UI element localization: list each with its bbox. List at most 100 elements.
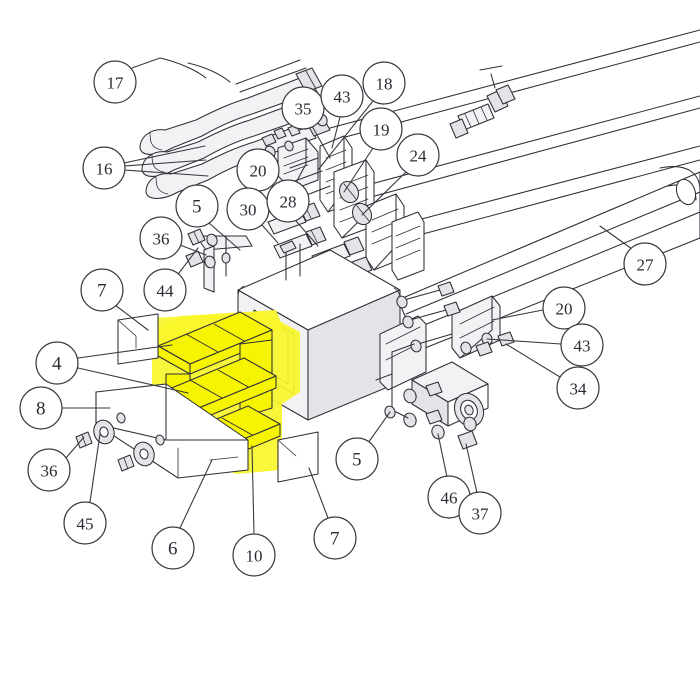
callout-label-28: 28	[280, 193, 297, 212]
callout-label-6: 6	[168, 539, 178, 560]
leader-line-5	[208, 222, 241, 251]
callout-19[interactable]: 19	[359, 107, 403, 151]
leader-line-30	[261, 224, 279, 244]
callout-label-35: 35	[295, 100, 312, 119]
callout-28[interactable]: 28	[266, 179, 310, 223]
leader-line-46	[437, 433, 448, 478]
callout-label-7: 7	[97, 281, 107, 302]
callout-circle-36[interactable]	[139, 216, 183, 260]
callout-label-10: 10	[246, 547, 263, 566]
callout-37[interactable]: 37	[458, 491, 502, 535]
callout-circle-5[interactable]	[335, 437, 379, 481]
callout-circle-44[interactable]	[143, 268, 187, 312]
callout-circle-7[interactable]	[80, 268, 124, 312]
callout-circle-43[interactable]	[560, 323, 604, 367]
callout-20[interactable]: 20	[236, 148, 280, 192]
callout-circle-5[interactable]	[175, 184, 219, 228]
callout-circle-43[interactable]	[320, 74, 364, 118]
callout-circle-10[interactable]	[232, 533, 276, 577]
callout-label-20: 20	[250, 162, 267, 181]
callout-18[interactable]: 18	[362, 61, 406, 105]
callout-label-37: 37	[472, 505, 490, 524]
leader-line-c16b	[123, 159, 207, 167]
leader-line-5	[367, 411, 391, 444]
callout-label-30: 30	[240, 201, 257, 220]
callout-label-34: 34	[570, 380, 588, 399]
callout-circle-27[interactable]	[623, 242, 667, 286]
callout-36[interactable]: 36	[139, 216, 183, 260]
callout-label-36: 36	[153, 230, 170, 249]
callout-circle-28[interactable]	[266, 179, 310, 223]
callout-16[interactable]: 16	[82, 146, 126, 190]
leader-line-27	[599, 225, 633, 250]
callout-label-5: 5	[352, 450, 362, 471]
callout-label-27: 27	[637, 256, 655, 275]
leader-line-34	[505, 343, 561, 378]
callout-35[interactable]: 35	[281, 86, 325, 130]
leader-line-6	[179, 459, 213, 529]
right-bracket-group	[396, 281, 515, 359]
callout-5[interactable]: 5	[175, 184, 219, 228]
callout-43[interactable]: 43	[320, 74, 364, 118]
callout-24[interactable]: 24	[396, 133, 440, 177]
callout-label-36: 36	[41, 462, 58, 481]
callout-7[interactable]: 7	[80, 268, 124, 312]
callout-44[interactable]: 44	[143, 268, 187, 312]
leader-line-45	[89, 433, 101, 503]
callout-circle-20[interactable]	[542, 286, 586, 330]
callout-30[interactable]: 30	[226, 187, 270, 231]
callout-circle-18[interactable]	[362, 61, 406, 105]
callout-4[interactable]: 4	[35, 341, 79, 385]
callout-circle-19[interactable]	[359, 107, 403, 151]
callout-5[interactable]: 5	[335, 437, 379, 481]
cylinder-assembly	[375, 343, 489, 450]
callout-8[interactable]: 8	[19, 386, 63, 430]
callout-34[interactable]: 34	[556, 366, 600, 410]
callout-circle-45[interactable]	[63, 501, 107, 545]
callout-circle-17[interactable]	[93, 60, 137, 104]
callout-43[interactable]: 43	[560, 323, 604, 367]
callout-circle-24[interactable]	[396, 133, 440, 177]
callout-label-4: 4	[52, 354, 62, 375]
callout-label-5: 5	[192, 197, 202, 218]
leader-line-c16c	[123, 169, 209, 177]
leader-lines-layer	[61, 57, 633, 535]
callout-6[interactable]: 6	[151, 526, 195, 570]
callout-label-43: 43	[574, 337, 591, 356]
callout-label-16: 16	[96, 160, 113, 179]
leader-line-43	[331, 116, 341, 149]
callout-circle-7[interactable]	[313, 516, 357, 560]
leader-line-c4b	[77, 367, 189, 394]
callout-label-19: 19	[373, 121, 390, 140]
callout-36[interactable]: 36	[27, 448, 71, 492]
callout-27[interactable]: 27	[623, 242, 667, 286]
leader-line-20	[491, 309, 544, 321]
callout-circle-6[interactable]	[151, 526, 195, 570]
callout-17[interactable]: 17	[93, 60, 137, 104]
callout-label-18: 18	[376, 75, 393, 94]
callout-circle-36[interactable]	[27, 448, 71, 492]
callout-label-43: 43	[334, 88, 351, 107]
upper-hardware-group	[185, 228, 231, 269]
callout-circle-37[interactable]	[458, 491, 502, 535]
callout-circle-34[interactable]	[556, 366, 600, 410]
base-plate-group	[75, 383, 249, 479]
leader-line-16	[123, 145, 206, 164]
callout-20[interactable]: 20	[542, 286, 586, 330]
callout-circle-16[interactable]	[82, 146, 126, 190]
leader-line-35	[311, 125, 331, 159]
callout-10[interactable]: 10	[232, 533, 276, 577]
callout-label-17: 17	[107, 74, 125, 93]
callout-circle-35[interactable]	[281, 86, 325, 130]
leader-line-44	[175, 247, 199, 278]
callout-label-44: 44	[157, 282, 175, 301]
callout-circle-4[interactable]	[35, 341, 79, 385]
callout-45[interactable]: 45	[63, 501, 107, 545]
leader-line-7	[114, 304, 149, 331]
callout-label-8: 8	[36, 399, 46, 420]
callout-7[interactable]: 7	[313, 516, 357, 560]
leader-line-37	[465, 443, 478, 494]
callout-circle-8[interactable]	[19, 386, 63, 430]
